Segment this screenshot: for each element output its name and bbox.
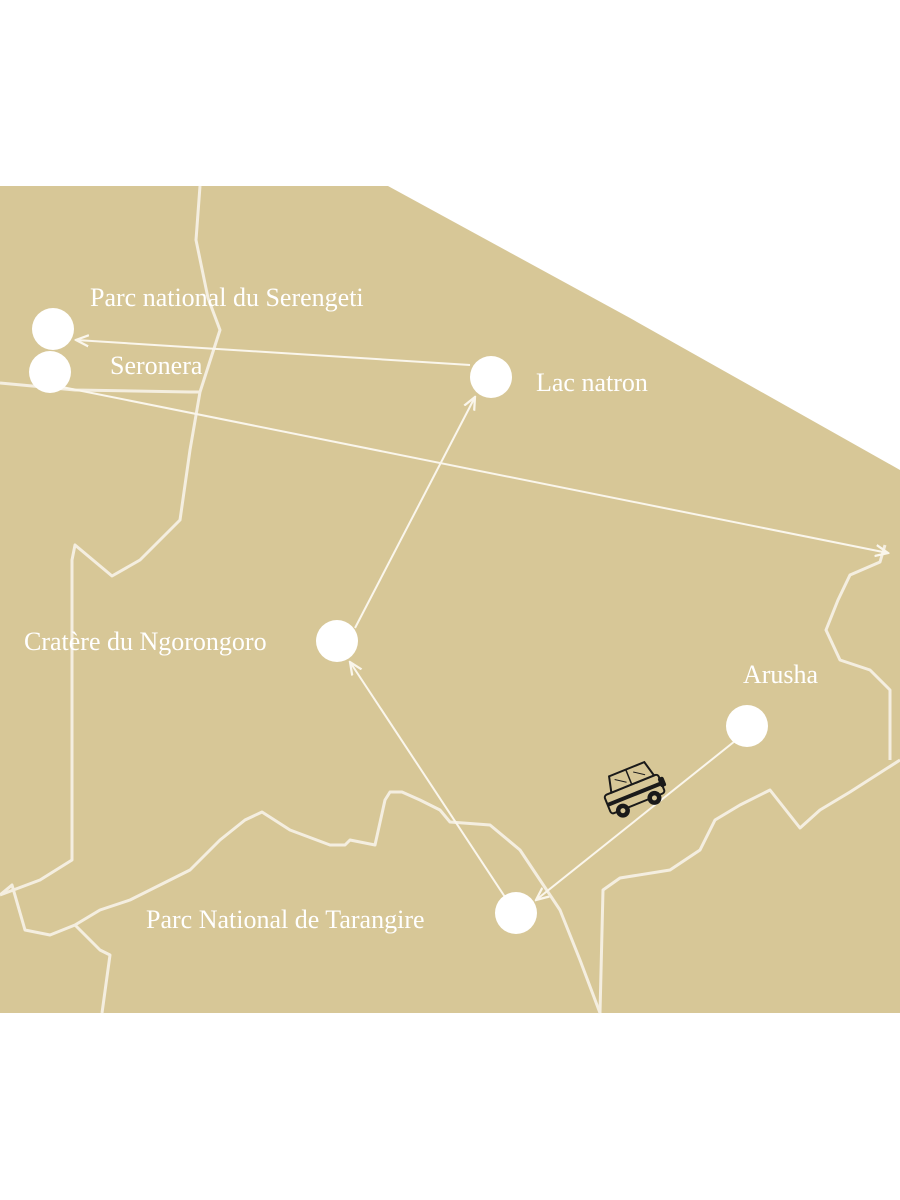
label-serengeti: Parc national du Serengeti [90, 283, 364, 312]
label-natron: Lac natron [536, 368, 648, 397]
label-tarangire: Parc National de Tarangire [146, 905, 425, 934]
label-arusha: Arusha [743, 660, 819, 689]
land-area [0, 186, 900, 1013]
label-seronera: Seronera [110, 351, 203, 380]
safari-jeep-icon [603, 760, 667, 818]
label-ngorongoro: Cratère du Ngorongoro [24, 627, 267, 656]
stop-arusha [726, 705, 768, 747]
stop-natron [470, 356, 512, 398]
region-borders [0, 185, 900, 1014]
route-lines [51, 340, 888, 900]
stop-ngorongoro [316, 620, 358, 662]
stop-serengeti [32, 308, 74, 350]
stop-tarangire [495, 892, 537, 934]
stop-seronera [29, 351, 71, 393]
